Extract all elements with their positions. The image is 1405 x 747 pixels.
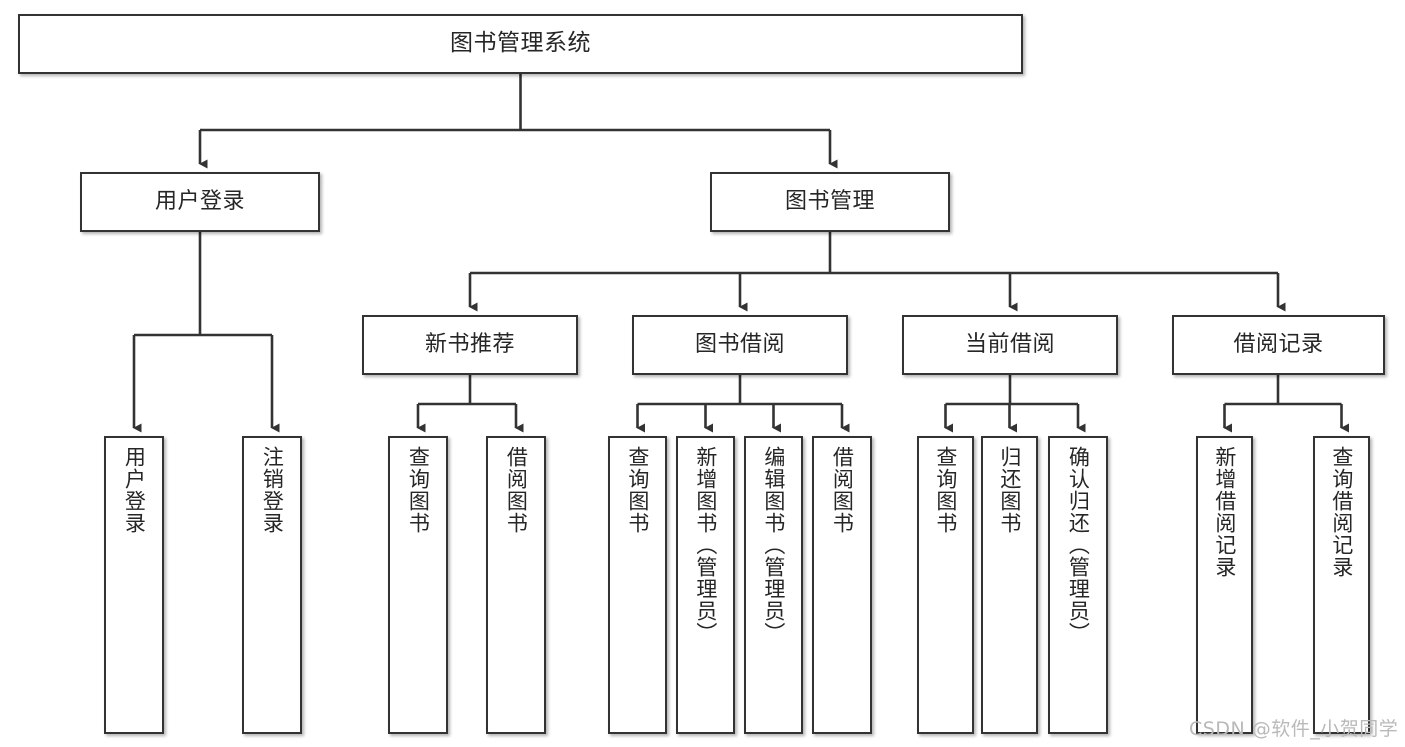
node-leaf-borrow-book-1[interactable]: 借阅图书: [486, 436, 546, 734]
node-leaf-add-book[interactable]: 新增图书（管理员）: [676, 436, 735, 734]
node-label: 确认归还（管理员）: [1066, 446, 1091, 644]
node-label: 当前借阅: [964, 331, 1055, 357]
node-label: 查询图书: [933, 446, 958, 534]
node-label: 新书推荐: [424, 331, 515, 357]
node-leaf-confirm-return[interactable]: 确认归还（管理员）: [1048, 436, 1108, 734]
node-label: 查询图书: [406, 446, 431, 534]
node-leaf-return-book[interactable]: 归还图书: [981, 436, 1038, 734]
node-leaf-edit-book[interactable]: 编辑图书（管理员）: [744, 436, 803, 734]
node-user-login[interactable]: 用户登录: [80, 172, 320, 232]
node-leaf-query-book-3[interactable]: 查询图书: [917, 436, 974, 734]
node-leaf-query-record[interactable]: 查询借阅记录: [1313, 436, 1370, 734]
node-label: 归还图书: [997, 446, 1022, 534]
node-label: 图书借阅: [694, 331, 785, 357]
node-label: 借阅记录: [1233, 331, 1324, 357]
node-leaf-user-login[interactable]: 用户登录: [104, 436, 164, 734]
node-book-manage[interactable]: 图书管理: [710, 172, 950, 232]
node-label: 图书管理: [784, 188, 875, 214]
node-label: 用户登录: [122, 446, 147, 534]
node-borrow-record[interactable]: 借阅记录: [1172, 315, 1385, 375]
node-label: 图书管理系统: [450, 30, 591, 57]
node-leaf-query-book-2[interactable]: 查询图书: [608, 436, 667, 734]
node-new-book-recommend[interactable]: 新书推荐: [362, 315, 578, 375]
node-leaf-add-record[interactable]: 新增借阅记录: [1196, 436, 1253, 734]
node-root-system[interactable]: 图书管理系统: [18, 14, 1023, 74]
node-label: 新增借阅记录: [1212, 446, 1237, 578]
node-label: 新增图书（管理员）: [693, 446, 718, 644]
node-leaf-borrow-book-2[interactable]: 借阅图书: [812, 436, 872, 734]
node-label: 用户登录: [154, 188, 245, 214]
node-label: 查询借阅记录: [1329, 446, 1354, 578]
csdn-watermark: CSDN @软件_小贺同学: [1189, 718, 1399, 740]
node-book-borrow[interactable]: 图书借阅: [632, 315, 848, 375]
node-label: 注销登录: [260, 446, 285, 534]
node-current-borrow[interactable]: 当前借阅: [902, 315, 1118, 375]
node-label: 借阅图书: [830, 446, 855, 534]
node-label: 查询图书: [625, 446, 650, 534]
node-label: 借阅图书: [504, 446, 529, 534]
node-leaf-query-book-1[interactable]: 查询图书: [388, 436, 448, 734]
node-leaf-user-logout[interactable]: 注销登录: [242, 436, 302, 734]
node-label: 编辑图书（管理员）: [761, 446, 786, 644]
